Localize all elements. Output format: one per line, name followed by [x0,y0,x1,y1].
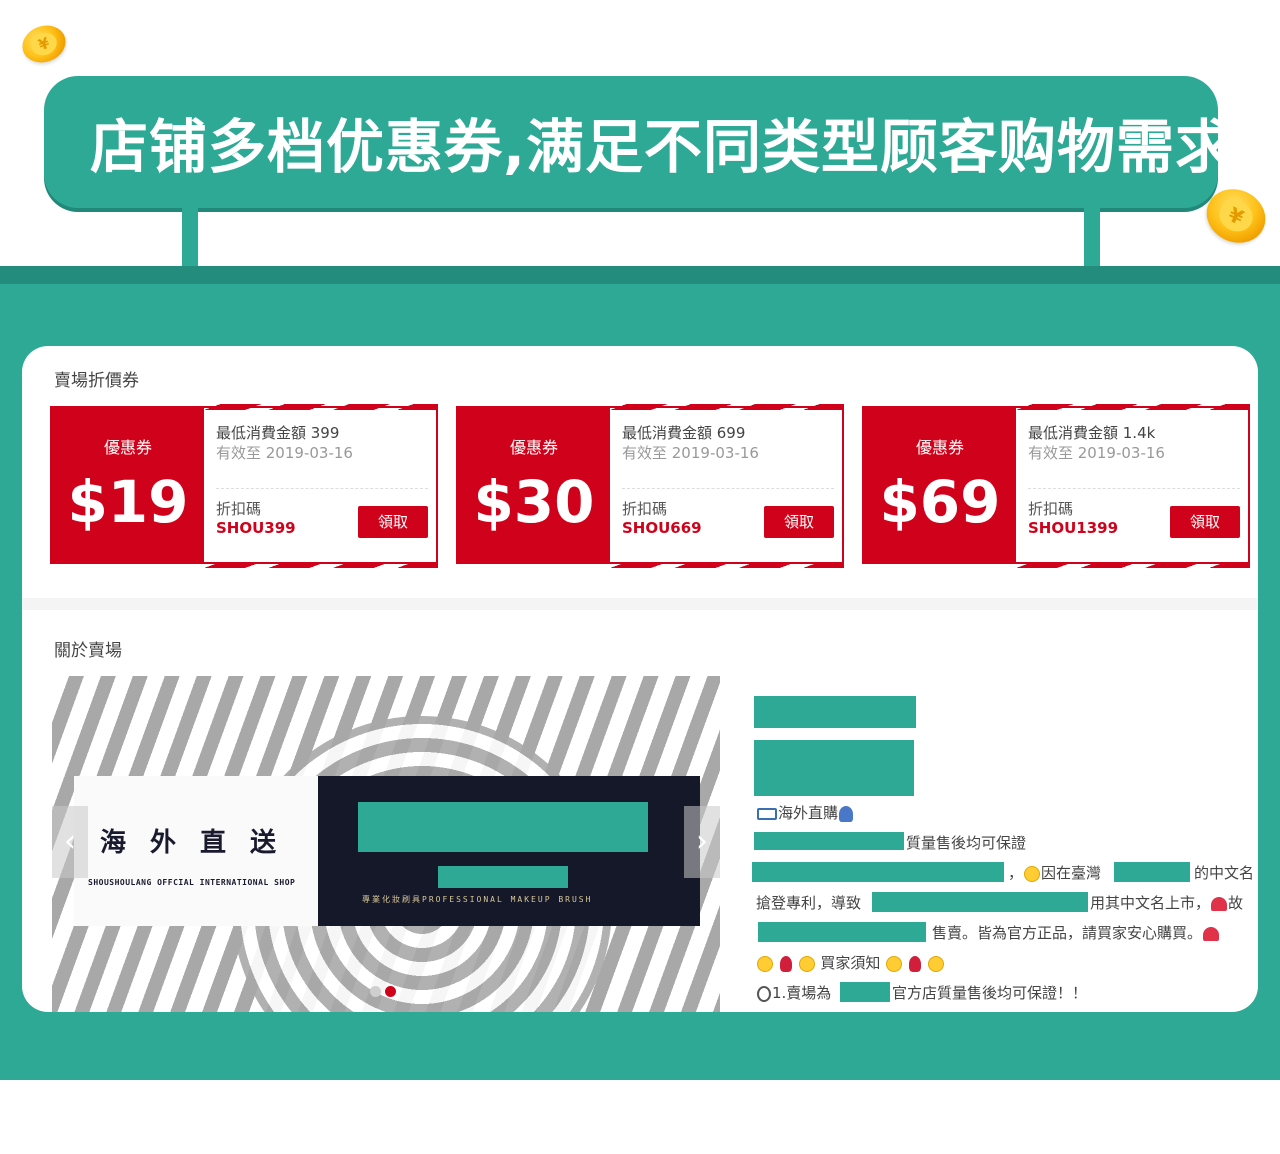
coupon-label: 優惠券 [915,438,964,457]
coin-icon: ¥ [17,19,71,69]
coupon-amount: $19 [67,468,189,536]
coupon-code: SHOU399 [216,519,296,537]
ring-icon [757,985,771,1002]
slide-dark-panel: 專業化妝刷具PROFESSIONAL MAKEUP BRUSH [318,776,700,926]
kissing-face-icon [886,955,903,972]
sign-pole [182,206,198,270]
redacted-block [840,982,890,1002]
claim-coupon-button[interactable]: 領取 [358,506,428,538]
carousel-slide: 海外直送 SHOUSHOULANG OFFCIAL INTERNATIONAL … [74,776,700,926]
coupon-card: 優惠券 $30 最低消費金額 699 有效至 2019-03-16 折扣碼 SH… [456,404,844,568]
coupon-details: 最低消費金額 1.4k 有效至 2019-03-16 折扣碼 SHOU1399 … [1016,408,1248,562]
coupon-code: SHOU1399 [1028,519,1119,537]
board-frame [0,266,1280,286]
coupon-details: 最低消費金額 699 有效至 2019-03-16 折扣碼 SHOU669 領取 [610,408,842,562]
coupon-value-block: 優惠券 $30 [458,408,610,562]
claim-coupon-button[interactable]: 領取 [1170,506,1240,538]
laughing-face-icon [757,955,773,972]
coupon-divider [1028,488,1240,489]
coupon-dash-edge [204,404,438,410]
about-line: 售賣。皆為官方正品，請買家安心購買。 [932,922,1220,943]
slide-text-panel: 海外直送 SHOUSHOULANG OFFCIAL INTERNATIONAL … [74,776,318,926]
coupon-valid-until: 有效至 2019-03-16 [1028,444,1165,462]
coupon-label: 優惠券 [509,438,558,457]
heart-icon [1211,896,1228,911]
redacted-block [752,862,1004,882]
coupon-min-spend: 最低消費金額 699 [622,424,746,442]
crying-face-icon [1024,865,1041,882]
coupon-dash-edge [1016,404,1250,410]
about-line: 的中文名 [1194,864,1255,882]
slide-shop-name: SHOUSHOULANG OFFCIAL INTERNATIONAL SHOP [88,878,296,887]
about-line: 1.賣場為 [756,982,831,1003]
coupon-min-spend: 最低消費金額 399 [216,424,340,442]
about-line: 官方店質量售後均可保證！！ [892,984,1088,1002]
carousel-pagination [370,982,400,1001]
section-divider [22,598,1258,610]
coupons-section-title: 賣場折價券 [54,371,139,391]
about-line: 買家須知 [756,952,945,973]
tag-icon [757,807,777,820]
carousel-prev-button[interactable]: ‹ [52,806,88,878]
coupon-valid-until: 有效至 2019-03-16 [622,444,759,462]
coupon-dash-edge [204,562,438,568]
coupon-code-label: 折扣碼 [622,500,668,518]
slide-tagline: 專業化妝刷具PROFESSIONAL MAKEUP BRUSH [362,895,593,904]
about-line: ，因在臺灣 [1008,864,1102,882]
redacted-block [754,740,914,796]
coupon-label: 優惠券 [103,438,152,457]
coupon-divider [216,488,428,489]
redacted-block [438,866,568,888]
redacted-block [1114,862,1190,882]
title-banner: 店铺多档优惠券,满足不同类型顾客购物需求 [44,76,1233,208]
coupon-divider [622,488,834,489]
redacted-block [754,696,916,728]
slide-headline: 海外直送 [100,828,301,858]
coupon-value-block: 優惠券 $19 [52,408,204,562]
banner-carousel[interactable]: 海外直送 SHOUSHOULANG OFFCIAL INTERNATIONAL … [52,676,720,1012]
coupon-value-block: 優惠券 $69 [864,408,1016,562]
redacted-block [758,922,926,942]
about-section-title: 關於賣場 [54,641,122,661]
smiling-face-icon [798,955,815,972]
page-title: 店铺多档优惠券,满足不同类型顾客购物需求 [90,113,1235,181]
carousel-next-button[interactable]: › [684,806,720,878]
shop-panel: 賣場折價券 優惠券 $19 最低消費金額 399 有效至 2019-03-16 … [22,346,1258,1012]
coupon-dash-edge [1016,562,1250,568]
rocket-icon [839,805,854,822]
laughing-face-icon [927,955,944,972]
coupon-valid-until: 有效至 2019-03-16 [216,444,353,462]
rose-icon [779,955,792,972]
redacted-block [358,802,648,852]
coupon-dash-edge [610,404,844,410]
coupon-card: 優惠券 $19 最低消費金額 399 有效至 2019-03-16 折扣碼 SH… [50,404,438,568]
about-line: 用其中文名上市，故 [1090,894,1244,912]
about-line: 質量售後均可保證 [906,834,1027,852]
about-line: 海外直購 [756,802,854,823]
coupon-card: 優惠券 $69 最低消費金額 1.4k 有效至 2019-03-16 折扣碼 S… [862,404,1250,568]
coupon-min-spend: 最低消費金額 1.4k [1028,424,1156,442]
carousel-dot[interactable] [370,986,381,997]
carousel-dot-active[interactable] [385,986,396,997]
coupon-code-label: 折扣碼 [216,500,262,518]
coupon-dash-edge [610,562,844,568]
coupon-code: SHOU669 [622,519,702,537]
coupon-amount: $30 [473,468,595,536]
about-line: 搶登專利，導致 [756,894,862,912]
sign-pole [1084,206,1100,270]
coupon-details: 最低消費金額 399 有效至 2019-03-16 折扣碼 SHOU399 領取 [204,408,436,562]
claim-coupon-button[interactable]: 領取 [764,506,834,538]
redacted-block [872,892,1088,912]
coupon-code-label: 折扣碼 [1028,500,1074,518]
shop-description: 海外直購 質量售後均可保證 ，因在臺灣 的中文名 搶登專利，導致 用其中文名上市… [752,692,1258,1012]
redacted-block [754,832,904,850]
coupon-amount: $69 [879,468,1001,536]
rose-icon [908,955,921,972]
heart-icon [1203,926,1220,941]
